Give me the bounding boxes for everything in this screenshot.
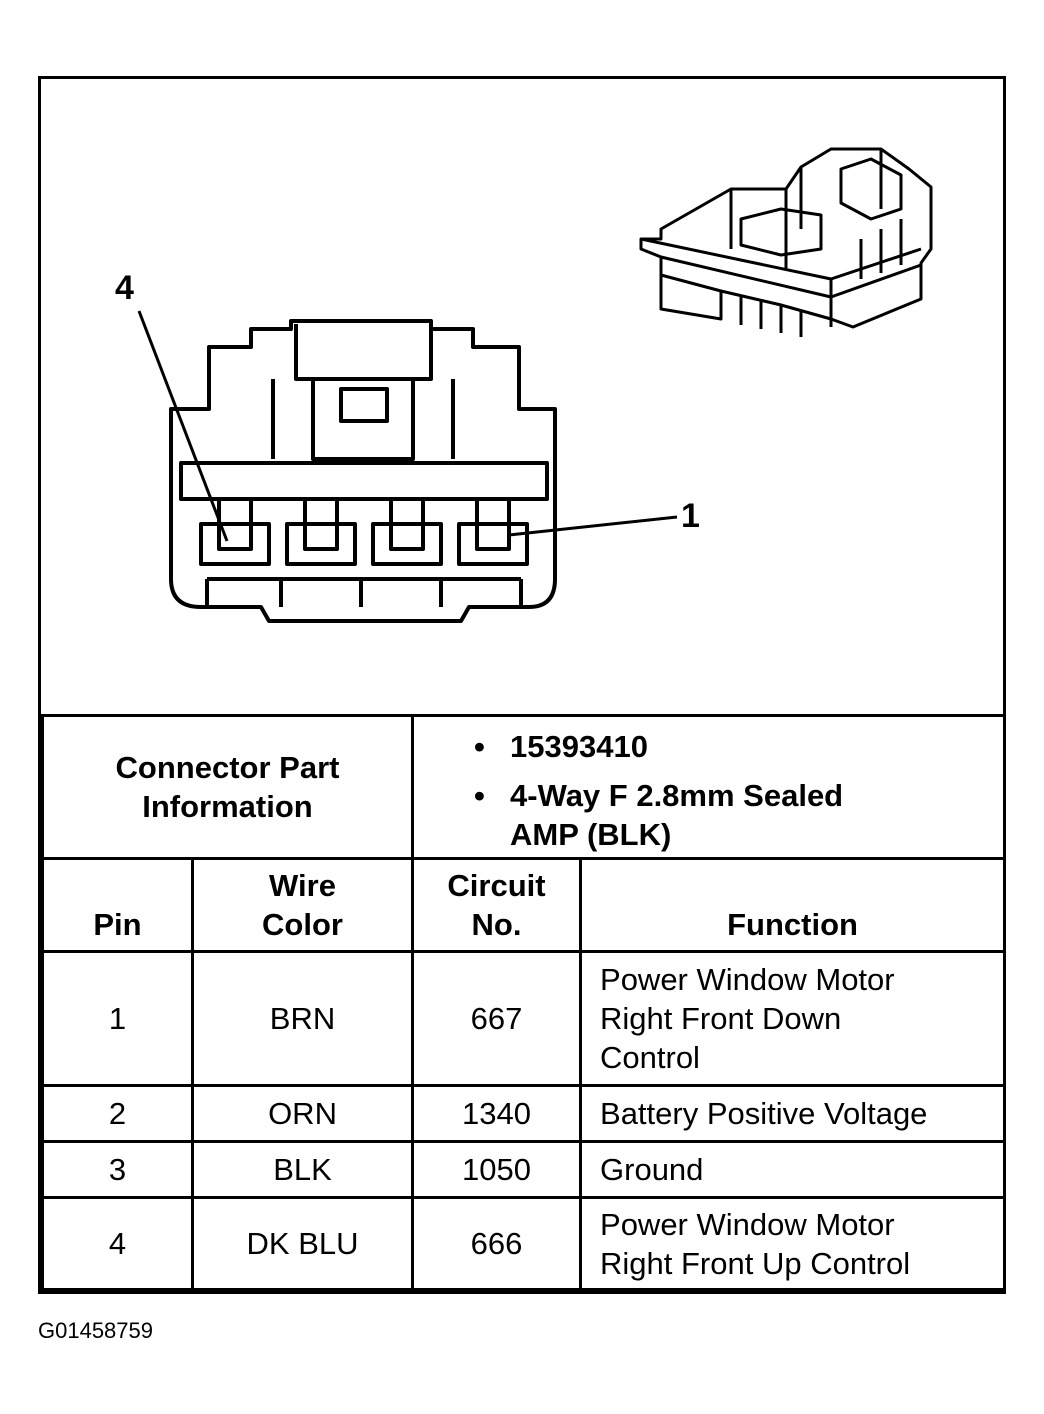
part-number: • 15393410 xyxy=(474,729,648,764)
circuit-cell: 666 xyxy=(411,1196,583,1291)
circuit-cell: 1050 xyxy=(411,1140,583,1199)
connector-illustration xyxy=(137,147,933,623)
pin-cell: 4 xyxy=(41,1196,194,1291)
connector-info-label: Connector Part Information xyxy=(40,714,415,860)
wire-color-cell: BRN xyxy=(190,950,415,1087)
table-row: 2 ORN 1340 Battery Positive Voltage xyxy=(41,1084,1007,1143)
pin-cell: 2 xyxy=(41,1084,194,1143)
connector-figure: 4 1 Connector Part Information • 1539341… xyxy=(38,76,1007,1294)
pin-cell: 3 xyxy=(41,1140,194,1199)
connector-latch xyxy=(294,324,433,381)
wire-color-cell: BLK xyxy=(190,1140,415,1199)
function-cell: Power Window Motor Right Front Up Contro… xyxy=(579,1196,1007,1291)
pin-cavities xyxy=(199,499,529,566)
table-row: 4 DK BLU 666 Power Window Motor Right Fr… xyxy=(41,1196,1007,1291)
header-circuit-no: Circuit No. xyxy=(411,857,583,953)
pin-1-callout: 1 xyxy=(681,497,700,535)
connector-info-values: • 15393410 • 4-Way F 2.8mm Sealed AMP (B… xyxy=(411,714,1007,860)
table-row: 3 BLK 1050 Ground xyxy=(41,1140,1007,1199)
connector-isometric-view xyxy=(639,147,933,337)
connector-info-row: Connector Part Information • 15393410 • … xyxy=(40,714,1007,860)
leader-line-pin-1 xyxy=(508,515,678,537)
connector-drawing: 4 1 xyxy=(41,79,1003,714)
wire-color-cell: DK BLU xyxy=(190,1196,415,1291)
header-wire-color: Wire Color xyxy=(190,857,415,953)
circuit-cell: 667 xyxy=(411,950,583,1087)
function-cell: Battery Positive Voltage xyxy=(579,1084,1007,1143)
pin-cell: 1 xyxy=(41,950,194,1087)
connector-description: • 4-Way F 2.8mm Sealed AMP (BLK) xyxy=(474,778,844,852)
connector-face-outline xyxy=(169,319,557,623)
function-cell: Power Window Motor Right Front Down Cont… xyxy=(579,950,1007,1087)
leader-line-pin-4 xyxy=(137,310,229,542)
header-pin: Pin xyxy=(41,857,194,953)
header-function: Function xyxy=(579,857,1007,953)
pinout-table: Connector Part Information • 15393410 • … xyxy=(40,714,1007,1291)
wire-color-cell: ORN xyxy=(190,1084,415,1143)
figure-id: G01458759 xyxy=(38,1318,153,1343)
function-cell: Ground xyxy=(579,1140,1007,1199)
pin-4-callout: 4 xyxy=(115,269,134,307)
circuit-cell: 1340 xyxy=(411,1084,583,1143)
table-header-row: Pin Wire Color Circuit No. Function xyxy=(41,857,1007,953)
table-row: 1 BRN 667 Power Window Motor Right Front… xyxy=(41,950,1007,1087)
